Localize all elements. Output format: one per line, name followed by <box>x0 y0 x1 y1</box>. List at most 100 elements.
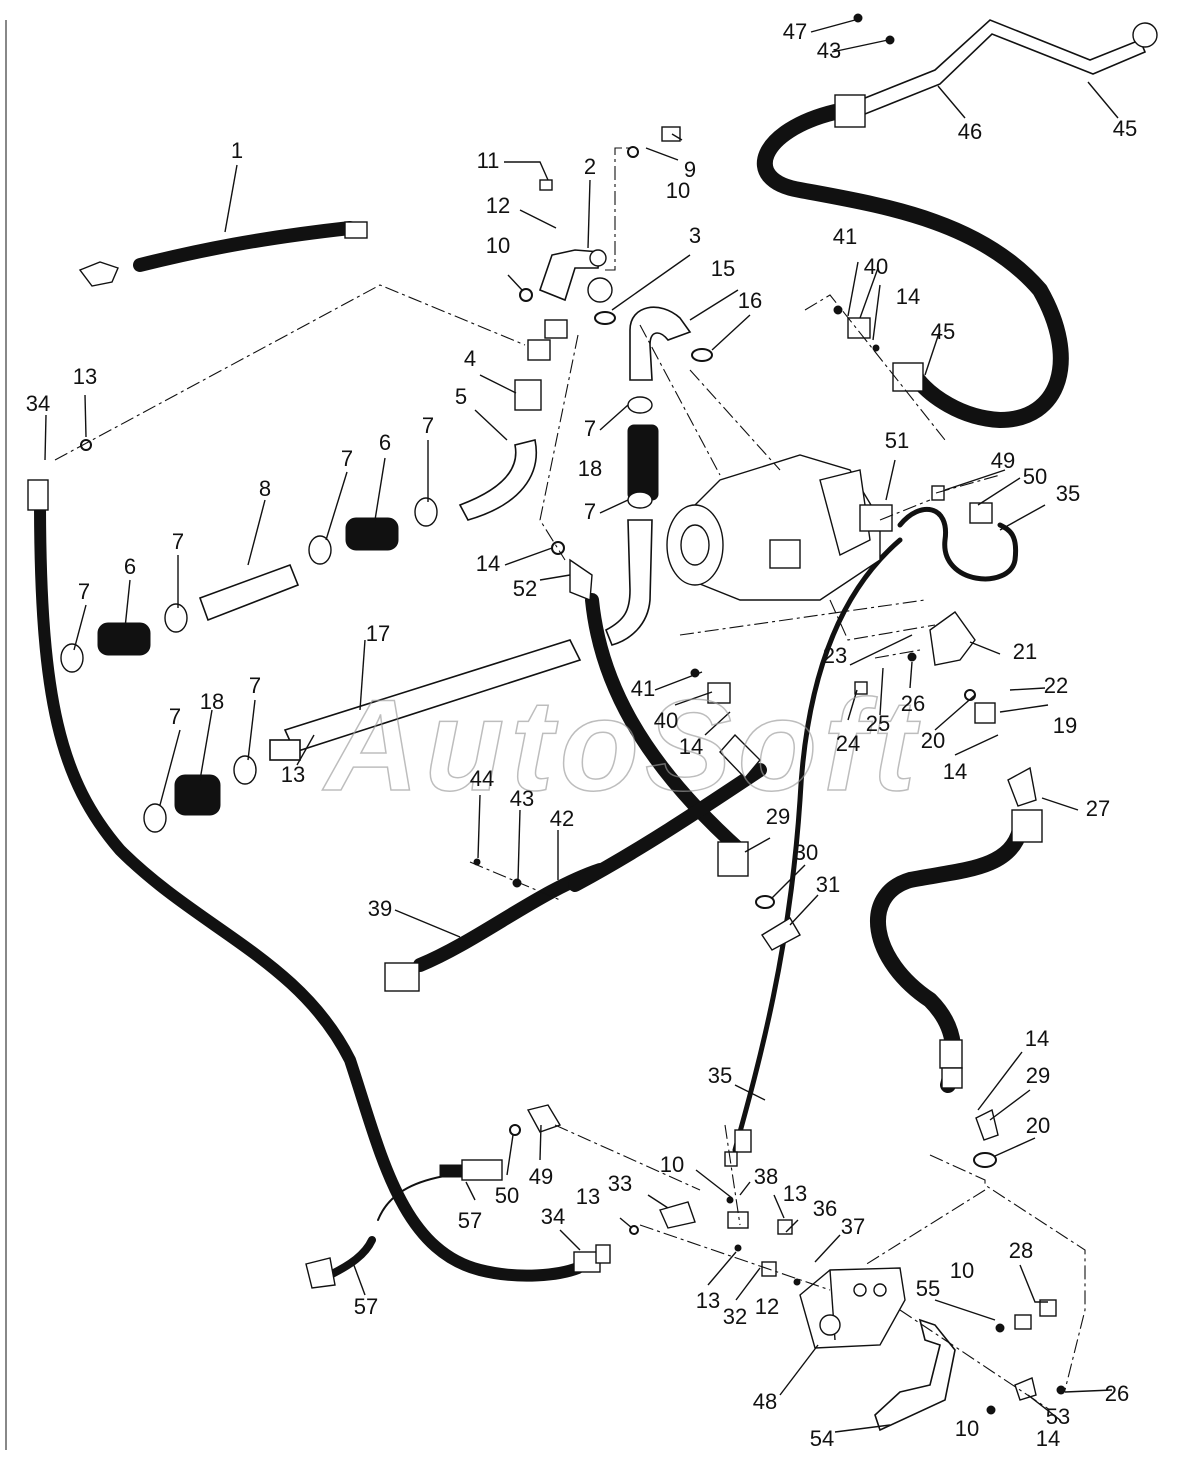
callout-47: 47 <box>783 19 807 44</box>
callout-7-b: 7 <box>172 529 184 554</box>
callout-13-e: 13 <box>783 1181 807 1206</box>
callout-8: 8 <box>259 476 271 501</box>
callout-51: 51 <box>885 428 909 453</box>
callout-6-left: 6 <box>124 554 136 579</box>
callout-13-d: 13 <box>696 1288 720 1313</box>
callout-2: 2 <box>584 154 596 179</box>
callout-38: 38 <box>754 1164 778 1189</box>
callout-14-b: 14 <box>679 734 703 759</box>
callout-3: 3 <box>689 223 701 248</box>
callout-57-b: 57 <box>354 1294 378 1319</box>
callout-32: 32 <box>723 1304 747 1329</box>
callout-39: 39 <box>368 896 392 921</box>
callout-14-f: 14 <box>1036 1426 1060 1451</box>
pump-assembly <box>666 454 881 601</box>
watermark-text: AutoSoft <box>322 672 922 818</box>
callout-40-a: 40 <box>864 254 888 279</box>
callout-16: 16 <box>738 288 762 313</box>
callout-41-a: 41 <box>833 224 857 249</box>
callout-50-b: 50 <box>1023 464 1047 489</box>
hoses <box>34 104 1069 1282</box>
callout-55: 55 <box>916 1276 940 1301</box>
callout-29-a: 29 <box>1026 1063 1050 1088</box>
callout-numbers: 1 2 3 4 5 6 6 7 7 7 7 7 7 7 7 8 9 10 10 … <box>26 19 1137 1451</box>
callout-10-b: 10 <box>666 178 690 203</box>
callout-12-b: 12 <box>755 1294 779 1319</box>
valve-block <box>799 1267 906 1349</box>
callout-21: 21 <box>1013 639 1037 664</box>
callout-36: 36 <box>813 1196 837 1221</box>
callout-18-b: 18 <box>578 456 602 481</box>
callout-53: 53 <box>1046 1404 1070 1429</box>
callout-43-a: 43 <box>510 786 534 811</box>
callout-9: 9 <box>684 157 696 182</box>
callout-14-a: 14 <box>476 551 500 576</box>
callout-14-d: 14 <box>943 759 967 784</box>
callout-41-b: 41 <box>631 676 655 701</box>
callout-37: 37 <box>841 1214 865 1239</box>
callout-35-a: 35 <box>1056 481 1080 506</box>
callout-20-a: 20 <box>921 728 945 753</box>
callout-18-a: 18 <box>200 689 224 714</box>
callout-46: 46 <box>958 119 982 144</box>
leader-lines <box>44 19 1119 1433</box>
callout-13-a: 13 <box>73 364 97 389</box>
callout-7-a: 7 <box>78 579 90 604</box>
callout-17: 17 <box>366 621 390 646</box>
callout-30: 30 <box>794 840 818 865</box>
callout-28: 28 <box>1009 1238 1033 1263</box>
assembly-lines <box>54 147 1086 1411</box>
callout-49-a: 49 <box>529 1164 553 1189</box>
callout-10-c: 10 <box>660 1152 684 1177</box>
callout-42: 42 <box>550 806 574 831</box>
callout-6-right: 6 <box>379 430 391 455</box>
callout-44: 44 <box>470 766 494 791</box>
callout-14-c: 14 <box>1025 1026 1049 1051</box>
callout-19: 19 <box>1053 713 1077 738</box>
callout-22: 22 <box>1044 673 1068 698</box>
manifold-block <box>929 611 976 666</box>
callout-29-b: 29 <box>766 804 790 829</box>
callout-24: 24 <box>836 731 860 756</box>
callout-7-e: 7 <box>169 704 181 729</box>
callout-23: 23 <box>823 643 847 668</box>
callout-12-a: 12 <box>486 193 510 218</box>
callout-7-d: 7 <box>422 413 434 438</box>
callout-13-b: 13 <box>281 762 305 787</box>
callout-7-h: 7 <box>584 499 596 524</box>
callout-20-b: 20 <box>1026 1113 1050 1138</box>
callout-35-b: 35 <box>708 1063 732 1088</box>
callout-26-b: 26 <box>1105 1381 1129 1406</box>
callout-45-a: 45 <box>1113 116 1137 141</box>
callout-52: 52 <box>513 576 537 601</box>
callout-13-c: 13 <box>576 1184 600 1209</box>
callout-43-b: 43 <box>817 38 841 63</box>
callout-7-g: 7 <box>584 416 596 441</box>
callout-40-b: 40 <box>654 708 678 733</box>
callout-10-d: 10 <box>950 1258 974 1283</box>
fittings <box>27 22 1158 1401</box>
callout-10-a: 10 <box>486 233 510 258</box>
callout-50-a: 50 <box>495 1183 519 1208</box>
callout-4: 4 <box>464 346 476 371</box>
callout-48: 48 <box>753 1389 777 1414</box>
callout-25: 25 <box>866 711 890 736</box>
o-rings <box>80 13 1066 1415</box>
callout-33: 33 <box>608 1171 632 1196</box>
callout-34-a: 34 <box>26 391 50 416</box>
callout-14-e: 14 <box>896 284 920 309</box>
callout-1: 1 <box>231 138 243 163</box>
callout-49-b: 49 <box>991 448 1015 473</box>
callout-26-a: 26 <box>901 691 925 716</box>
callout-10-e: 10 <box>955 1416 979 1441</box>
callout-5: 5 <box>455 384 467 409</box>
callout-31: 31 <box>816 872 840 897</box>
callout-45-b: 45 <box>931 319 955 344</box>
callout-7-f: 7 <box>249 673 261 698</box>
callout-11: 11 <box>477 148 500 173</box>
callout-57-a: 57 <box>458 1208 482 1233</box>
callout-34-b: 34 <box>541 1204 565 1229</box>
callout-15: 15 <box>711 256 735 281</box>
callout-7-c: 7 <box>341 446 353 471</box>
